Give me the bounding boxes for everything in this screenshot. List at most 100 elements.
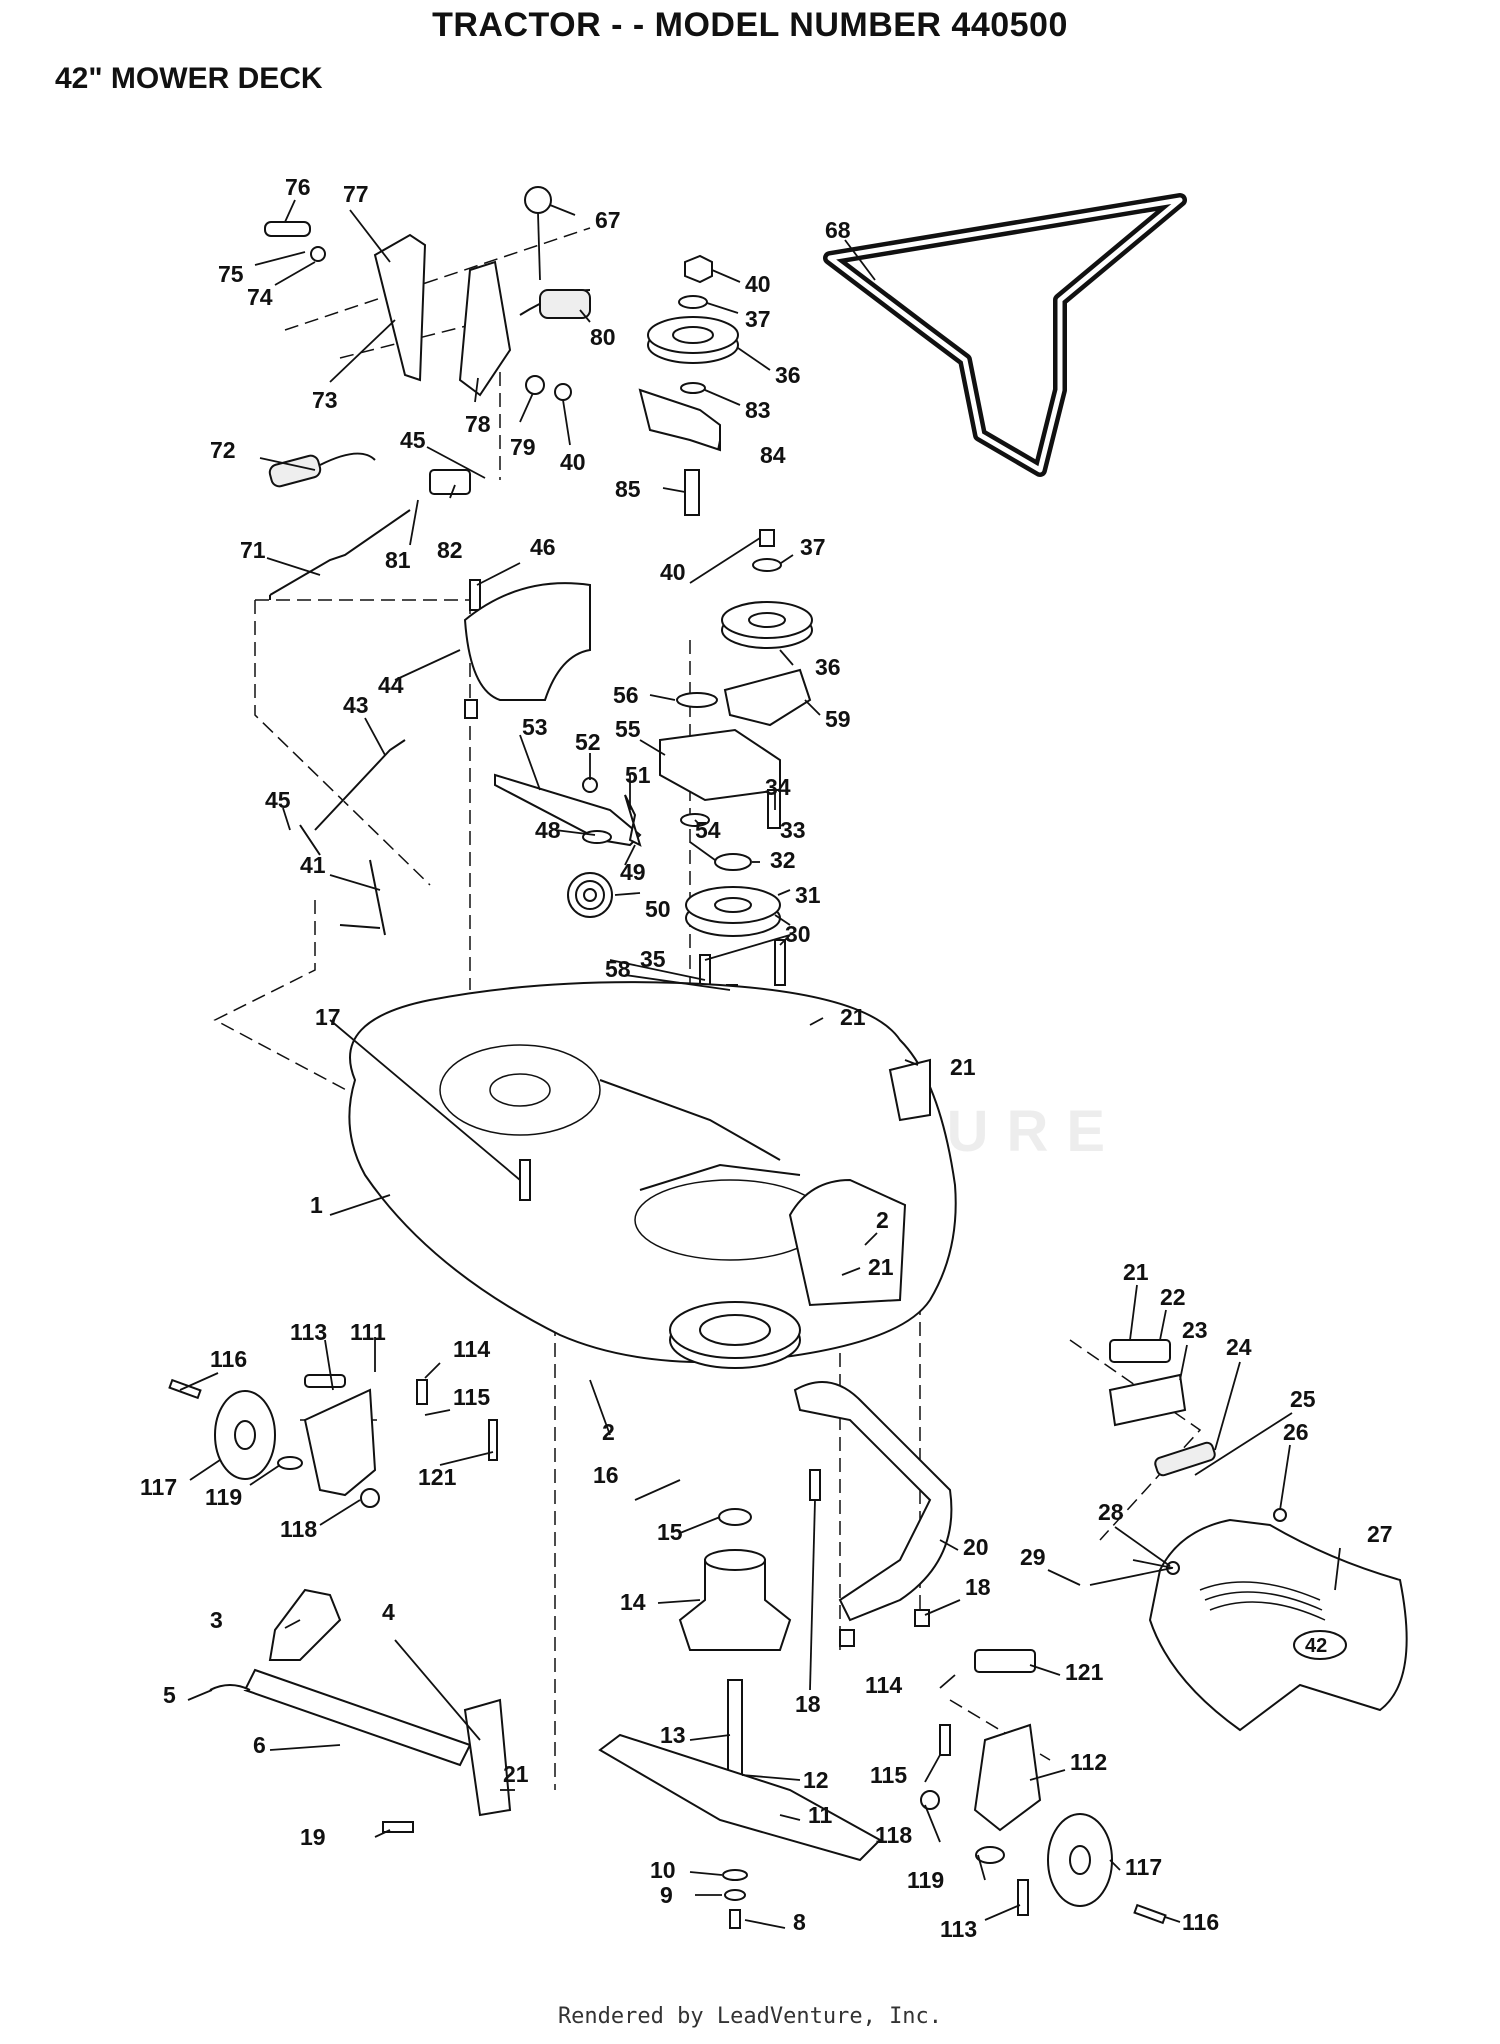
- callout-111: 111: [350, 1319, 386, 1345]
- lift-rods: [299, 739, 613, 936]
- callout-79: 79: [510, 434, 536, 460]
- callout-81: 81: [385, 547, 411, 573]
- callout-5: 5: [163, 1682, 176, 1708]
- drive-belt: [823, 193, 1187, 477]
- callout-1: 1: [310, 1192, 323, 1218]
- callout-18: 18: [965, 1574, 991, 1600]
- callout-112: 112: [1070, 1749, 1107, 1775]
- callout-18: 18: [795, 1691, 821, 1717]
- callout-119: 119: [907, 1867, 944, 1893]
- callout-49: 49: [620, 859, 646, 885]
- callout-113: 113: [940, 1916, 977, 1942]
- callout-116: 116: [1182, 1909, 1219, 1935]
- callout-25: 25: [1290, 1386, 1316, 1412]
- callout-40: 40: [560, 449, 586, 475]
- callout-113: 113: [290, 1319, 327, 1345]
- diagram-subtitle: 42" MOWER DECK: [55, 62, 323, 95]
- belt-guide: [463, 579, 591, 719]
- callout-68: 68: [825, 217, 851, 243]
- callout-40: 40: [660, 559, 686, 585]
- callout-16: 16: [593, 1462, 619, 1488]
- callout-36: 36: [775, 362, 801, 388]
- callout-72: 72: [210, 437, 236, 463]
- callout-54: 54: [695, 817, 721, 843]
- left-gauge-wheel-assembly: [168, 1374, 498, 1508]
- callout-75: 75: [218, 261, 244, 287]
- callout-31: 31: [795, 882, 821, 908]
- idler-pulley-assembly: [676, 529, 813, 727]
- callout-10: 10: [650, 1857, 676, 1883]
- engine-pulley-assembly: [638, 254, 739, 516]
- callout-46: 46: [530, 534, 556, 560]
- callout-21: 21: [840, 1004, 866, 1030]
- blade-spindle-assembly: [598, 1301, 882, 1929]
- callout-labels: 76 77 67 75 74 73 78 79 40 80 72 45 81 8…: [140, 174, 1393, 1942]
- lift-linkage-assembly: [264, 186, 591, 600]
- callout-85: 85: [615, 476, 641, 502]
- callout-83: 83: [745, 397, 771, 423]
- callout-21: 21: [950, 1054, 976, 1080]
- callout-55: 55: [615, 716, 641, 742]
- right-gauge-wheel-assembly: [920, 1649, 1167, 1925]
- callout-24: 24: [1226, 1334, 1252, 1360]
- leader-lines: [179, 199, 1341, 1929]
- callout-20: 20: [963, 1534, 989, 1560]
- callout-13: 13: [660, 1722, 686, 1748]
- callout-44: 44: [378, 672, 404, 698]
- callout-14: 14: [620, 1589, 646, 1615]
- callout-29: 29: [1020, 1544, 1046, 1570]
- callout-33: 33: [780, 817, 806, 843]
- callout-6: 6: [253, 1732, 266, 1758]
- callout-74: 74: [247, 284, 273, 310]
- callout-121: 121: [418, 1464, 457, 1490]
- footer-credit: Rendered by LeadVenture, Inc.: [557, 2004, 943, 2029]
- callout-80: 80: [590, 324, 616, 350]
- callout-35: 35: [640, 946, 666, 972]
- callout-59: 59: [825, 706, 851, 732]
- callout-22: 22: [1160, 1284, 1186, 1310]
- front-hanger-bracket: [793, 1381, 953, 1647]
- callout-56: 56: [613, 682, 639, 708]
- callout-45: 45: [265, 787, 291, 813]
- callout-32: 32: [770, 847, 796, 873]
- callout-71: 71: [240, 537, 266, 563]
- callout-114: 114: [453, 1336, 490, 1362]
- callout-116: 116: [210, 1346, 247, 1372]
- callout-21: 21: [1123, 1259, 1149, 1285]
- callout-76: 76: [285, 174, 311, 200]
- mower-deck: [348, 981, 957, 1364]
- callout-58: 58: [605, 956, 631, 982]
- callout-2: 2: [876, 1207, 889, 1233]
- callout-17: 17: [315, 1004, 341, 1030]
- callout-27: 27: [1367, 1521, 1393, 1547]
- callout-78: 78: [465, 411, 491, 437]
- callout-84: 84: [760, 442, 786, 468]
- callout-8: 8: [793, 1909, 806, 1935]
- callout-12: 12: [803, 1767, 829, 1793]
- callout-77: 77: [343, 181, 369, 207]
- callout-26: 26: [1283, 1419, 1309, 1445]
- callout-9: 9: [660, 1882, 673, 1908]
- callout-51: 51: [625, 762, 651, 788]
- callout-115: 115: [453, 1384, 490, 1410]
- callout-37: 37: [745, 306, 771, 332]
- callout-67: 67: [595, 207, 621, 233]
- callout-28: 28: [1098, 1499, 1124, 1525]
- callout-52: 52: [575, 729, 601, 755]
- callout-30: 30: [785, 921, 811, 947]
- callout-45: 45: [400, 427, 426, 453]
- callout-53: 53: [522, 714, 548, 740]
- callout-2: 2: [602, 1419, 615, 1445]
- callout-117: 117: [140, 1474, 177, 1500]
- callout-114: 114: [865, 1672, 902, 1698]
- callout-119: 119: [205, 1484, 242, 1510]
- callout-48: 48: [535, 817, 561, 843]
- callout-82: 82: [437, 537, 463, 563]
- callout-41: 41: [300, 852, 326, 878]
- callout-21: 21: [868, 1254, 894, 1280]
- callout-4: 4: [382, 1599, 395, 1625]
- callout-19: 19: [300, 1824, 326, 1850]
- callout-118: 118: [875, 1822, 912, 1848]
- callout-50: 50: [645, 896, 671, 922]
